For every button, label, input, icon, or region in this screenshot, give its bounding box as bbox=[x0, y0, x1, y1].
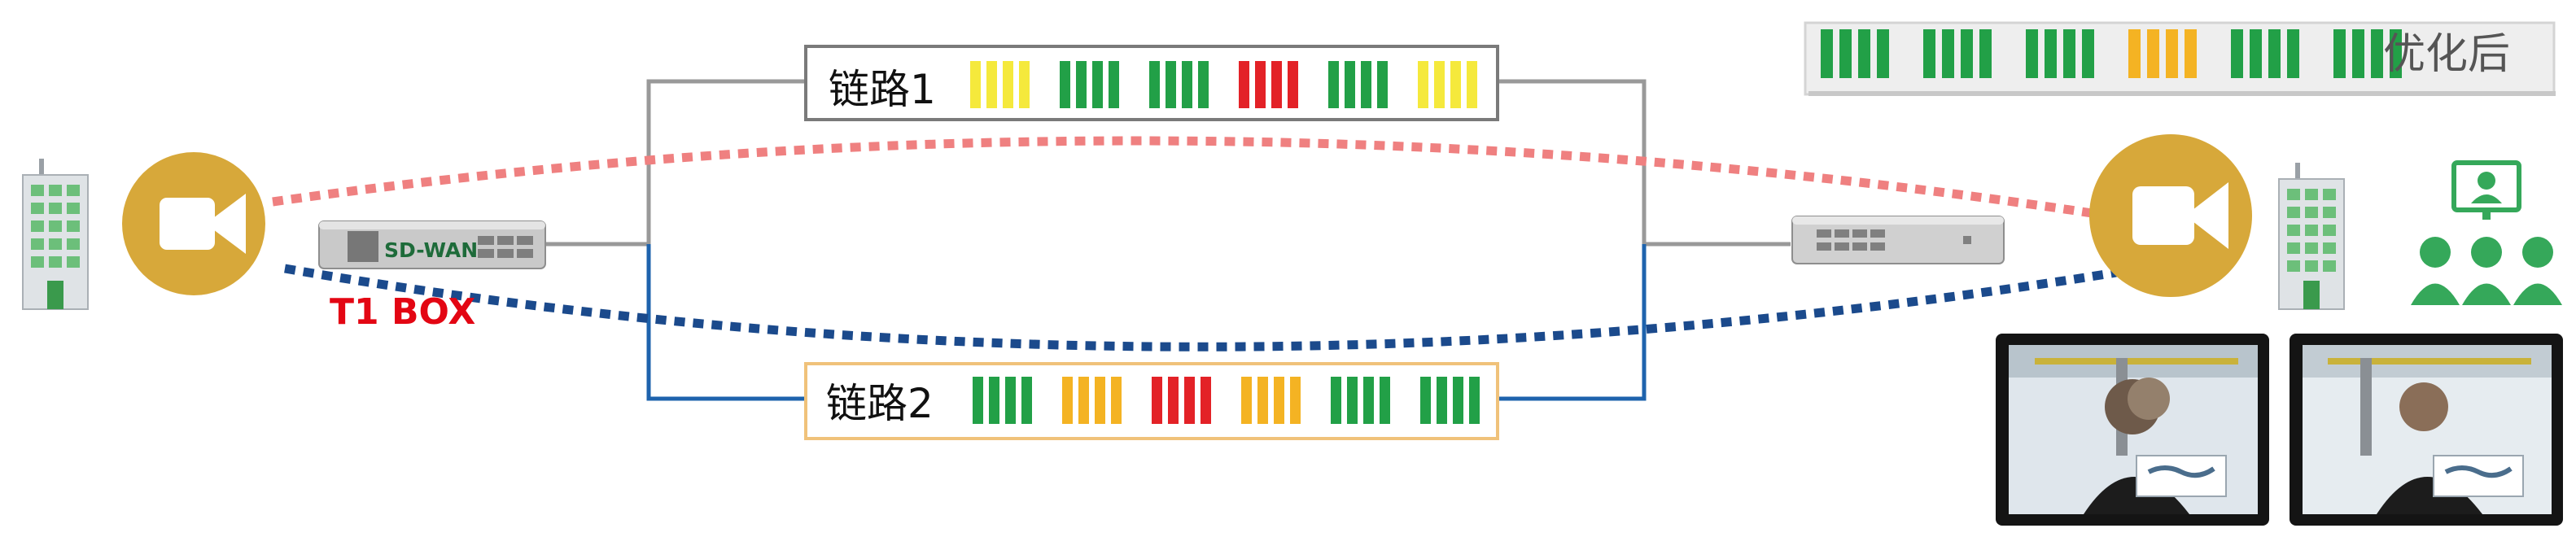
link1-bar-green bbox=[1166, 61, 1176, 108]
optimized-bar-orange bbox=[2128, 29, 2141, 78]
optimized-bars bbox=[1821, 29, 2402, 78]
link2-bar-orange bbox=[1078, 377, 1089, 424]
link2-bar-green bbox=[1331, 377, 1341, 424]
link1-bar-green bbox=[1149, 61, 1160, 108]
link1-bar-green bbox=[1092, 61, 1103, 108]
optimized-bar-green bbox=[2352, 29, 2364, 78]
link1-bar-red bbox=[1288, 61, 1298, 108]
link1-bar-yellow bbox=[1467, 61, 1477, 108]
link2-bar-orange bbox=[1095, 377, 1105, 424]
optimized-bar-green bbox=[2268, 29, 2281, 78]
optimized-bar-green bbox=[2333, 29, 2346, 78]
optimized-bar-orange bbox=[2185, 29, 2197, 78]
link1-box: 链路1 bbox=[804, 45, 1499, 121]
link1-bar-green bbox=[1076, 61, 1087, 108]
link1-bar-green bbox=[1182, 61, 1192, 108]
link1-bar-green bbox=[1377, 61, 1388, 108]
link1-bar-yellow bbox=[970, 61, 981, 108]
sdwan-device-label: SD-WAN bbox=[384, 238, 478, 262]
blue-dotted-path bbox=[284, 264, 2117, 351]
optimized-bar-green bbox=[1839, 29, 1852, 78]
optimized-label: 优化后 bbox=[2383, 30, 2510, 79]
link2-bar-green bbox=[1363, 377, 1374, 424]
link2-bar-green bbox=[1380, 377, 1390, 424]
link1-bar-yellow bbox=[1434, 61, 1445, 108]
optimized-bar-green bbox=[1979, 29, 1992, 78]
link2-label: 链路2 bbox=[826, 380, 934, 427]
optimized-bar-green bbox=[2371, 29, 2383, 78]
link2-bar-green bbox=[1453, 377, 1463, 424]
optimized-bar-green bbox=[2287, 29, 2299, 78]
optimized-bar-green bbox=[1942, 29, 1954, 78]
link2-bar-orange bbox=[1111, 377, 1122, 424]
link2-bar-green bbox=[1005, 377, 1016, 424]
optimized-bar-green bbox=[2231, 29, 2243, 78]
optimized-bar-green bbox=[2045, 29, 2057, 78]
link2-bar-red bbox=[1184, 377, 1195, 424]
link1-gray-line bbox=[545, 79, 806, 247]
office-building-icon bbox=[2278, 163, 2345, 310]
link1-bar-green bbox=[1345, 61, 1355, 108]
link2-bar-orange bbox=[1257, 377, 1268, 424]
sdwan-device: SD-WAN bbox=[318, 220, 546, 269]
video-camera-icon bbox=[2089, 134, 2252, 297]
optimized-bar-green bbox=[2026, 29, 2038, 78]
optimized-bar-orange bbox=[2147, 29, 2159, 78]
link1-bar-yellow bbox=[1450, 61, 1461, 108]
link1-bar-red bbox=[1255, 61, 1266, 108]
optimized-bar-green bbox=[2250, 29, 2262, 78]
optimized-box: 优化后 bbox=[1804, 21, 2556, 96]
video-monitor-icon bbox=[2290, 334, 2563, 526]
link1-bar-green bbox=[1328, 61, 1339, 108]
link2-blue-line bbox=[646, 244, 806, 401]
link2-bars bbox=[973, 377, 1480, 424]
link1-bar-green bbox=[1361, 61, 1371, 108]
link1-label: 链路1 bbox=[829, 66, 936, 113]
link2-bar-green bbox=[1021, 377, 1032, 424]
optimized-bar-green bbox=[1858, 29, 1870, 78]
link2-box: 链路2 bbox=[804, 362, 1499, 440]
video-monitor-icon bbox=[1996, 334, 2269, 526]
link2-bar-green bbox=[1437, 377, 1447, 424]
optimized-bar-green bbox=[1961, 29, 1973, 78]
link2-bar-red bbox=[1201, 377, 1211, 424]
link2-bar-orange bbox=[1241, 377, 1252, 424]
link2-bar-green bbox=[1469, 377, 1480, 424]
link1-bar-yellow bbox=[1418, 61, 1428, 108]
call-center-agents-icon bbox=[2411, 160, 2562, 305]
link2-bar-green bbox=[1347, 377, 1358, 424]
link1-bars bbox=[970, 61, 1477, 108]
link1-bar-red bbox=[1239, 61, 1249, 108]
optimized-bar-green bbox=[1923, 29, 1935, 78]
video-camera-icon bbox=[122, 152, 265, 295]
link2-bar-orange bbox=[1274, 377, 1284, 424]
link2-bar-orange bbox=[1290, 377, 1301, 424]
optimized-bar-green bbox=[1877, 29, 1889, 78]
link2-bar-green bbox=[1420, 377, 1431, 424]
optimized-bar-green bbox=[2082, 29, 2094, 78]
right-sdwan-device bbox=[1791, 216, 2005, 264]
link2-bar-red bbox=[1152, 377, 1162, 424]
optimized-bar-orange bbox=[2166, 29, 2178, 78]
link2-blue-line-right bbox=[1489, 244, 1647, 401]
optimized-bar-green bbox=[1821, 29, 1833, 78]
link1-bar-yellow bbox=[986, 61, 997, 108]
link1-bar-green bbox=[1060, 61, 1070, 108]
link1-bar-green bbox=[1198, 61, 1209, 108]
red-dotted-path bbox=[272, 136, 2109, 220]
t1-box-caption: T1 BOX bbox=[330, 291, 475, 333]
link1-bar-red bbox=[1271, 61, 1282, 108]
optimized-bar-green bbox=[2063, 29, 2075, 78]
office-building-icon bbox=[22, 159, 89, 310]
link2-bar-green bbox=[973, 377, 983, 424]
link1-bar-yellow bbox=[1003, 61, 1013, 108]
link2-bar-green bbox=[989, 377, 999, 424]
optimized-bar-green bbox=[2390, 29, 2402, 78]
link1-bar-green bbox=[1109, 61, 1119, 108]
link2-bar-red bbox=[1168, 377, 1179, 424]
link2-bar-orange bbox=[1062, 377, 1073, 424]
link1-bar-yellow bbox=[1019, 61, 1030, 108]
